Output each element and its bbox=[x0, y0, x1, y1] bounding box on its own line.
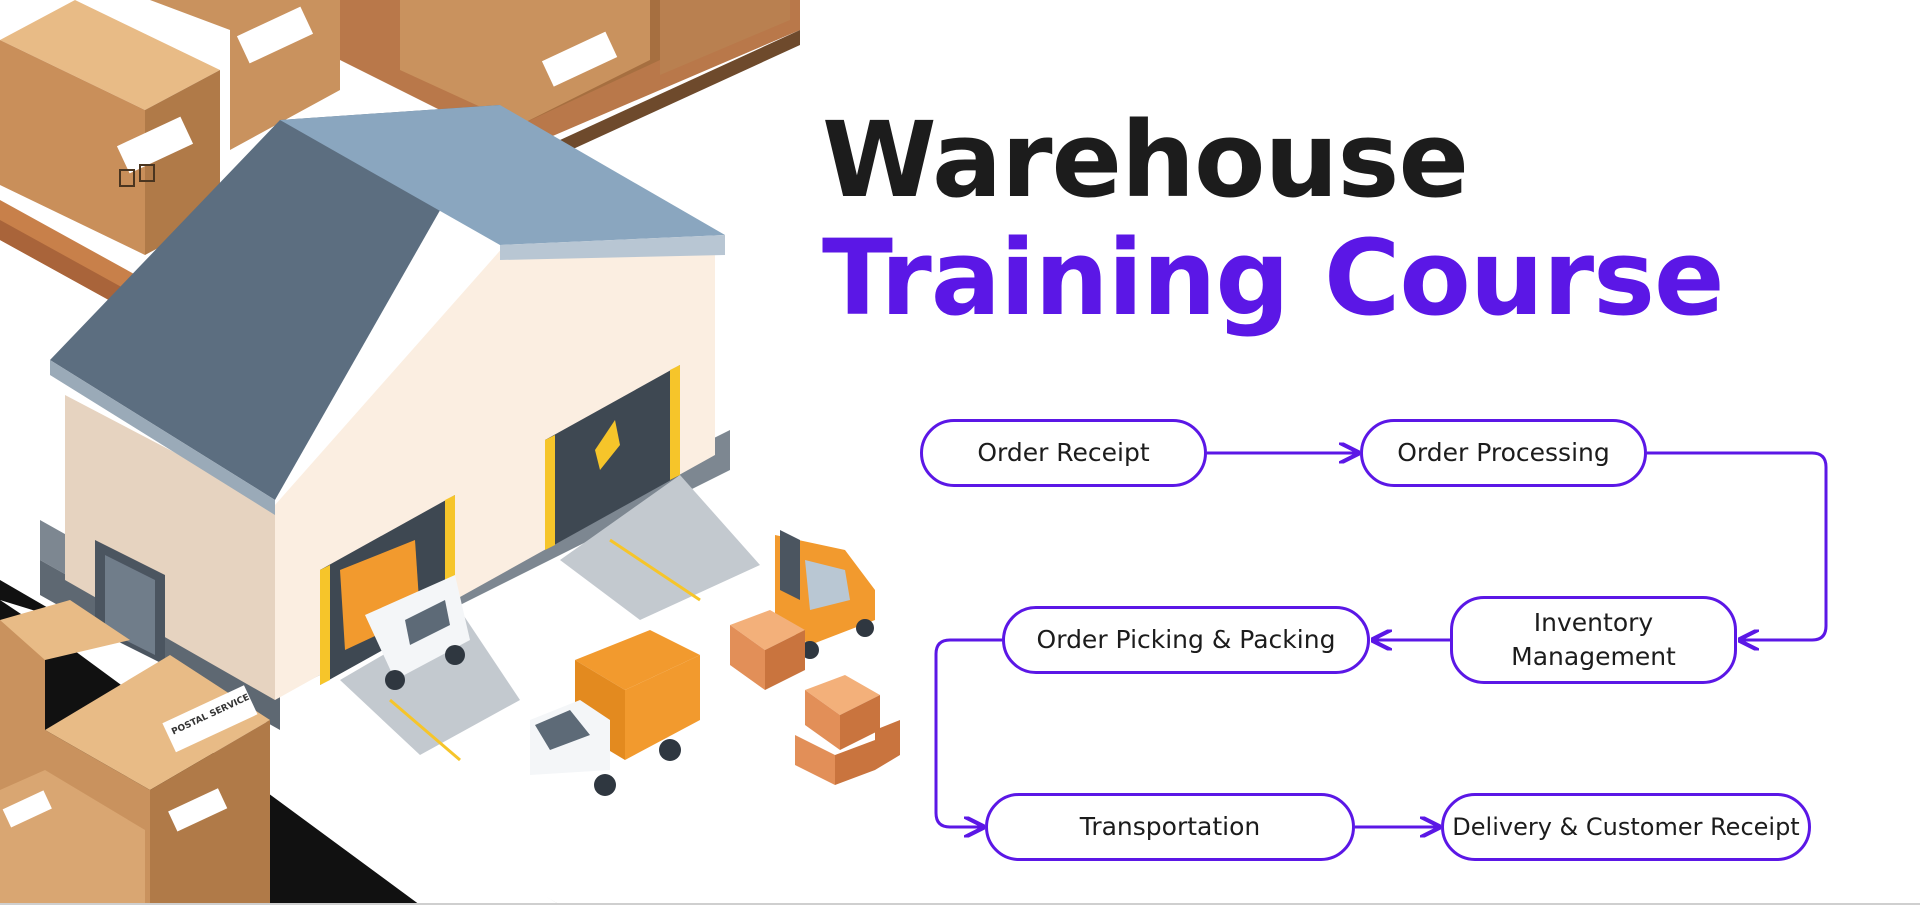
flow-step-transportation: Transportation bbox=[985, 793, 1355, 861]
title-line-warehouse: Warehouse bbox=[822, 99, 1469, 221]
truck-icon bbox=[340, 540, 470, 690]
flow-step-order-receipt: Order Receipt bbox=[920, 419, 1207, 487]
flow-step-label: Transportation bbox=[1079, 812, 1261, 841]
flow-step-order-processing: Order Processing bbox=[1360, 419, 1647, 487]
flow-step-label: Delivery & Customer Receipt bbox=[1452, 813, 1800, 841]
flow-step-delivery-customer-receipt: Delivery & Customer Receipt bbox=[1441, 793, 1811, 861]
wooden-crate-icon bbox=[730, 610, 805, 690]
truck-icon bbox=[530, 630, 700, 796]
wooden-crate-icon bbox=[795, 675, 900, 785]
flow-step-label: Order Processing bbox=[1397, 438, 1610, 467]
cardboard-box-icon bbox=[400, 0, 790, 125]
cardboard-box-icon bbox=[150, 0, 340, 150]
forklift-icon bbox=[775, 530, 875, 659]
connector-picking-to-transportation bbox=[934, 638, 1002, 827]
connector-processing-to-inventory bbox=[1647, 451, 1828, 640]
warehouse-illustration: POSTAL SERVICE bbox=[0, 0, 900, 905]
title-line-training-course: Training Course bbox=[822, 217, 1725, 339]
flow-step-label: Order Receipt bbox=[977, 438, 1150, 467]
cardboard-box-icon bbox=[0, 0, 220, 255]
flow-step-label: Order Picking & Packing bbox=[1036, 625, 1336, 654]
flow-step-order-picking-packing: Order Picking & Packing bbox=[1002, 606, 1370, 674]
flow-step-label: Inventory Management bbox=[1511, 608, 1676, 671]
bottom-divider bbox=[0, 903, 1920, 905]
cardboard-box-icon bbox=[0, 770, 145, 905]
pallet-icon bbox=[560, 30, 800, 155]
flow-step-inventory-management: Inventory Management bbox=[1450, 596, 1737, 684]
